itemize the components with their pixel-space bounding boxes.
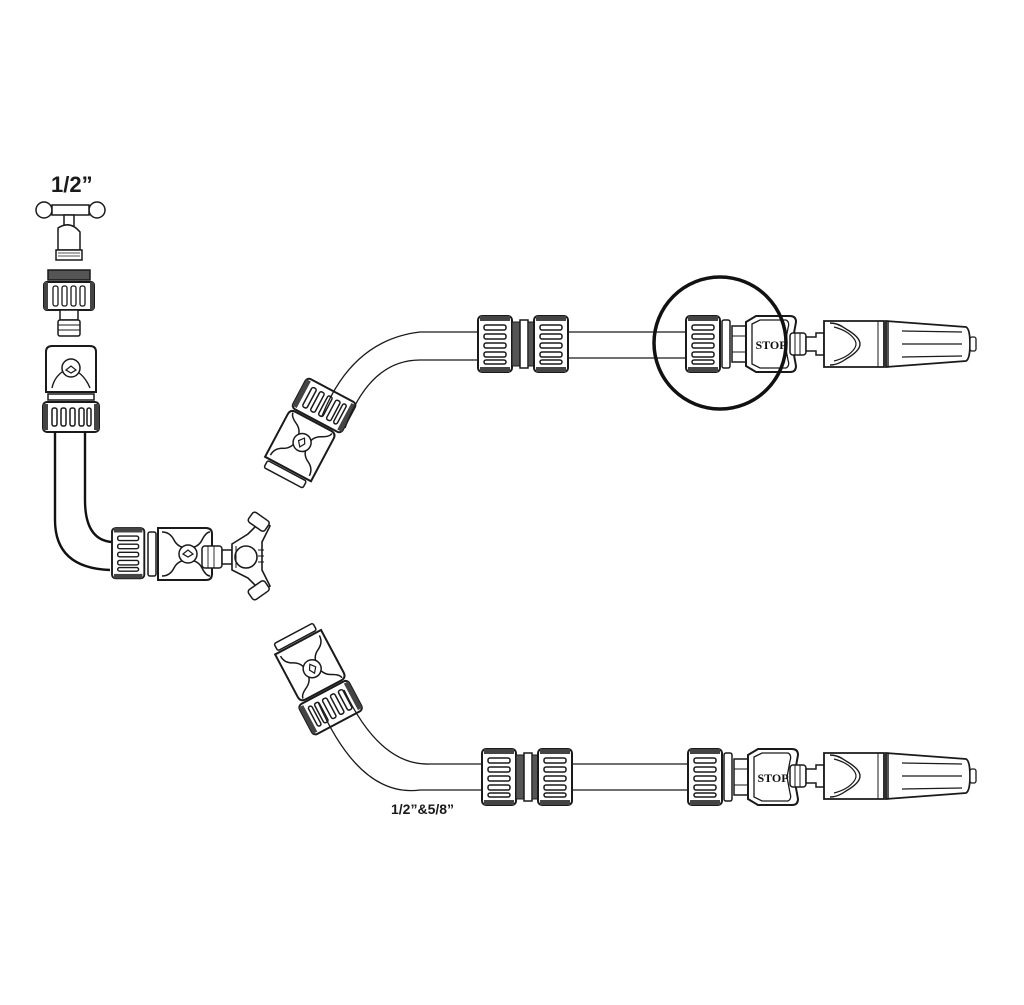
stop-label-upper: STOP xyxy=(755,338,786,352)
y-splitter xyxy=(201,511,272,601)
upper-stop-connector: STOP xyxy=(685,315,797,373)
stop-label-lower: STOP xyxy=(757,771,788,785)
tap-size-label: 1/2” xyxy=(51,172,93,197)
tap-adapter xyxy=(43,269,95,337)
feed-hose xyxy=(53,432,113,572)
lower-stop-connector: STOP xyxy=(687,748,799,806)
upper-repair-coupling xyxy=(478,316,568,372)
highlight-circle xyxy=(652,275,788,411)
upper-branch-connector xyxy=(259,376,358,492)
upper-hose xyxy=(321,331,688,429)
lower-branch-connector xyxy=(269,620,365,737)
feed-quick-connector xyxy=(42,345,100,433)
tap xyxy=(35,201,106,261)
hose-size-label: 1/2”&5/8” xyxy=(391,801,455,817)
lower-spray-nozzle xyxy=(789,752,977,800)
lower-hose xyxy=(317,689,688,792)
upper-spray-nozzle xyxy=(789,320,977,368)
lower-repair-coupling xyxy=(482,749,572,805)
feed-end-connector xyxy=(111,527,213,581)
